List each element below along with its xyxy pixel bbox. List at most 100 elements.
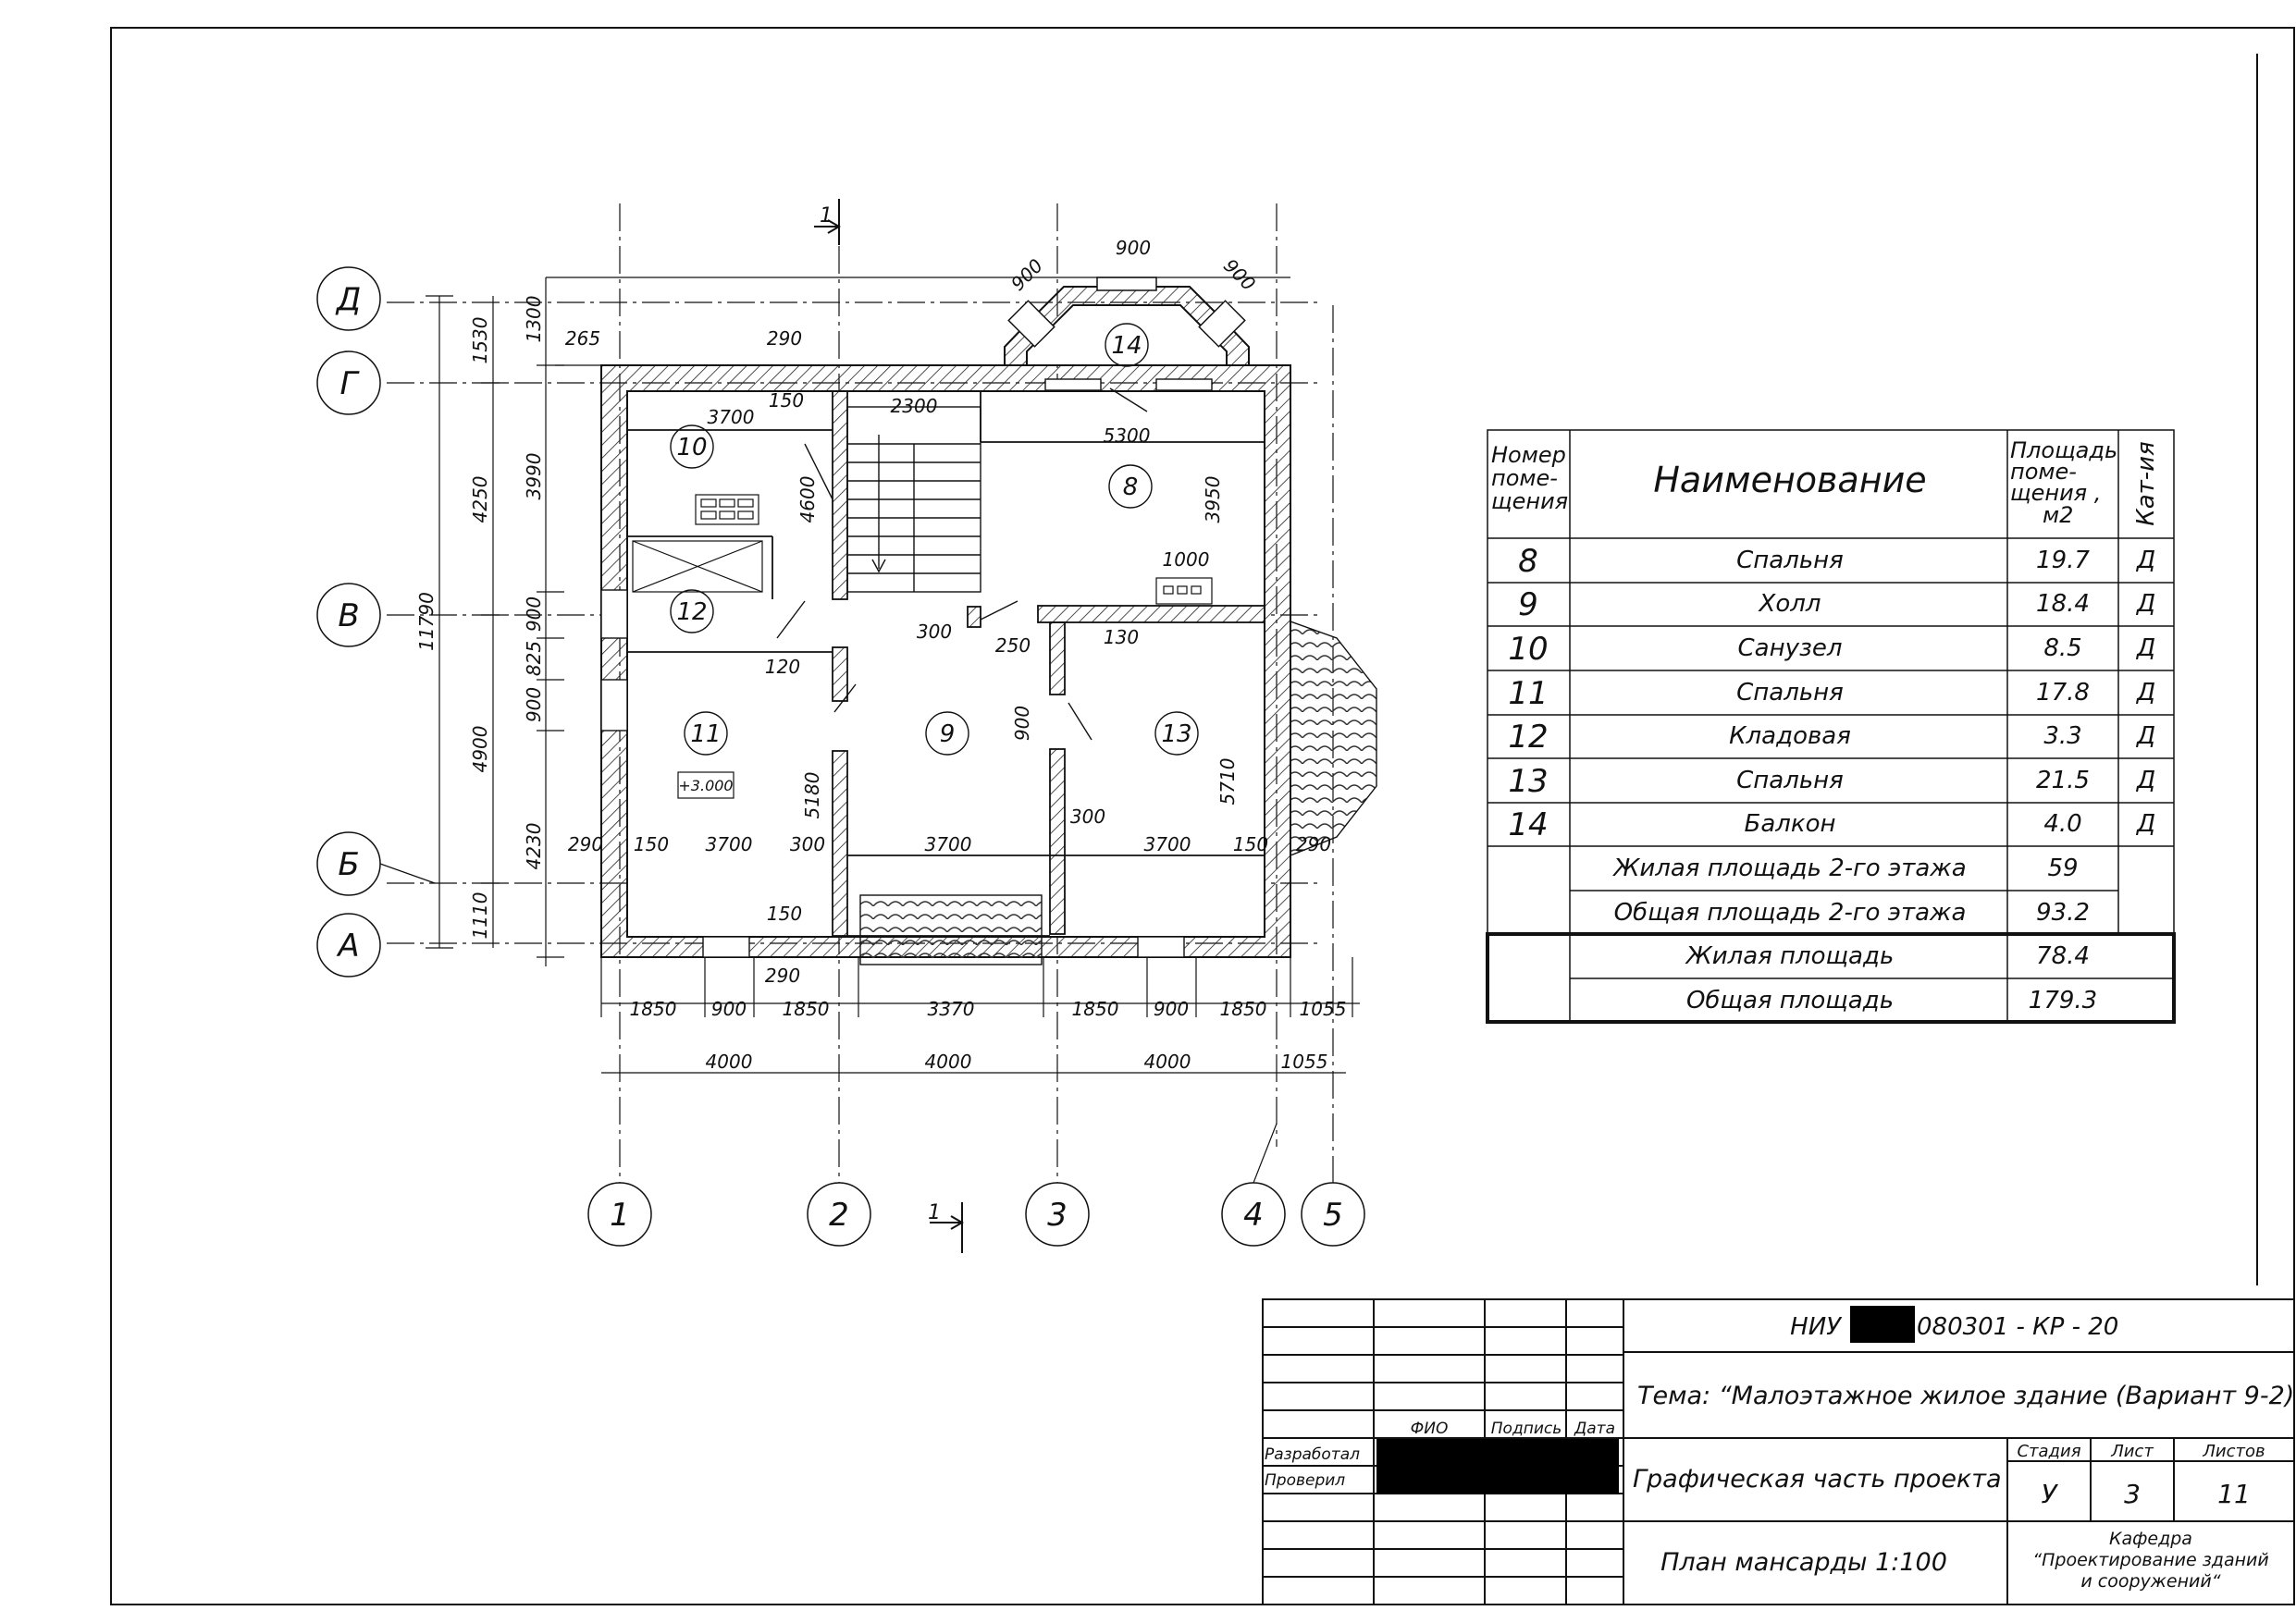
dim-overall: 11790 [415, 592, 438, 651]
total-name: Жилая площадь [1685, 942, 1895, 970]
dimension-labels: 11790 1530 4250 4900 1110 1300 3990 900 … [415, 237, 1346, 1073]
row-num: 13 [1508, 763, 1548, 800]
row-cat: Д [2136, 767, 2155, 794]
th-area-1: Площадь [2010, 437, 2117, 463]
tb-part: Графическая часть проекта [1633, 1465, 2002, 1494]
dim-int-15: 300 [1070, 805, 1105, 828]
dim-int-5: 4600 [796, 476, 819, 523]
row-cat: Д [2136, 679, 2155, 707]
dim-left-inner-1: 1300 [523, 296, 545, 343]
row-area: 18.4 [2036, 590, 2090, 618]
dim-b2-3: 4000 [1144, 1051, 1191, 1073]
dim-int-20: 3700 [925, 833, 972, 855]
axis-bubbles-numbers: 1 2 3 4 5 [587, 1123, 1365, 1247]
dim-int-6: 3950 [1202, 476, 1224, 523]
row-name: Санузел [1738, 634, 1843, 662]
total-area: 59 [2047, 855, 2078, 882]
total-area: 93.2 [2036, 899, 2090, 927]
room-11-number: 11 [690, 720, 721, 748]
th-num-1: Номер [1491, 442, 1566, 468]
tb-col-fio: ФИО [1411, 1420, 1449, 1438]
dim-b1-6: 900 [1154, 998, 1189, 1020]
tb-drawing: План мансарды 1:100 [1660, 1548, 1947, 1577]
dim-int-25: 290 [765, 965, 800, 987]
row-num: 10 [1508, 631, 1548, 668]
dim-int-8: 120 [765, 656, 800, 678]
tb-sheet-label: Лист [2110, 1442, 2154, 1461]
row-cat: Д [2136, 547, 2155, 574]
dim-left-chain-3: 4900 [469, 726, 491, 773]
axis-label-G: Г [340, 365, 361, 402]
room-9-number: 9 [940, 720, 956, 748]
row-name: Кладовая [1729, 722, 1851, 750]
section-mark-top: 1 [820, 204, 833, 227]
dim-left-chain-4: 1110 [469, 892, 491, 940]
windows [600, 589, 1185, 958]
staircase [846, 406, 981, 593]
dim-int-14: 5710 [1216, 758, 1239, 805]
interior-walls [832, 390, 1265, 937]
axis-label-3: 3 [1047, 1197, 1068, 1234]
dim-bay-1: 900 [1116, 237, 1151, 259]
dim-int-18: 3700 [706, 833, 753, 855]
row-num: 11 [1508, 675, 1548, 712]
room-12-number: 12 [676, 598, 707, 626]
explication-table: Номер поме- щения Наименование Площадь п… [1486, 429, 2176, 1024]
row-area: 8.5 [2043, 634, 2081, 662]
dim-int-11: 130 [1104, 626, 1139, 648]
level-mark-frame [677, 771, 734, 799]
axis-label-1: 1 [610, 1197, 630, 1234]
tb-sheets: 11 [2217, 1479, 2251, 1509]
dim-int-22: 150 [1233, 833, 1268, 855]
floor-plan: +3.000 10 8 14 12 11 9 13 Д Г [316, 199, 1377, 1253]
row-num: 12 [1508, 719, 1548, 756]
tb-code-suffix: 080301 - КР - 20 [1917, 1313, 2118, 1341]
redacted-code [1850, 1306, 1915, 1343]
dim-b1-8: 1055 [1300, 998, 1347, 1020]
dim-bay-3: 900 [1219, 254, 1260, 295]
tb-sheets-label: Листов [2202, 1442, 2265, 1461]
dim-int-12: 900 [1011, 706, 1033, 741]
dim-b2-1: 4000 [706, 1051, 753, 1073]
row-num: 14 [1508, 806, 1548, 843]
dim-top-1: 265 [565, 327, 600, 350]
total-area: 78.4 [2036, 942, 2090, 970]
dim-int-1: 3700 [708, 406, 755, 428]
total-name: Общая площадь [1686, 987, 1894, 1014]
fixtures [695, 494, 1213, 605]
dim-int-19: 300 [790, 833, 825, 855]
dimension-lines [426, 277, 1360, 1074]
dim-left-chain-1: 1530 [469, 317, 491, 364]
row-cat: Д [2136, 590, 2155, 618]
tb-dept-2: “Проектирование зданий [2032, 1550, 2268, 1570]
axis-label-B: Б [338, 846, 359, 883]
dim-top-2: 290 [767, 327, 802, 350]
dim-int-23: 290 [1296, 833, 1331, 855]
dim-int-13: 5180 [801, 772, 823, 819]
axis-label-V: В [338, 597, 359, 634]
row-name: Холл [1758, 590, 1821, 618]
dim-left-inner-4: 825 [523, 641, 545, 676]
room-14-number: 14 [1111, 332, 1142, 360]
axis-label-2: 2 [829, 1197, 849, 1234]
balcony-14 [1004, 277, 1250, 391]
dim-b1-3: 1850 [783, 998, 830, 1020]
door-swings [776, 387, 1148, 741]
explication-totals: Жилая площадь 2-го этажа 59 Общая площад… [1611, 855, 2097, 1014]
sheet-frame [110, 27, 2295, 1605]
dim-int-7: 1000 [1163, 548, 1210, 571]
tb-col-date: Дата [1574, 1420, 1615, 1438]
th-area-4: м2 [2043, 502, 2073, 528]
dim-int-9: 300 [917, 621, 952, 643]
dim-bay-2: 900 [1006, 254, 1047, 295]
dim-left-inner-2: 3990 [523, 453, 545, 500]
dim-int-3: 2300 [891, 395, 938, 417]
section-marks [814, 199, 964, 1253]
dim-int-4: 5300 [1104, 424, 1151, 447]
tb-code-prefix: НИУ [1790, 1313, 1843, 1341]
th-area-3: щения , [2010, 480, 2101, 506]
redacted-names [1376, 1439, 1619, 1494]
row-area: 4.0 [2043, 810, 2081, 838]
room-10-number: 10 [676, 434, 707, 461]
